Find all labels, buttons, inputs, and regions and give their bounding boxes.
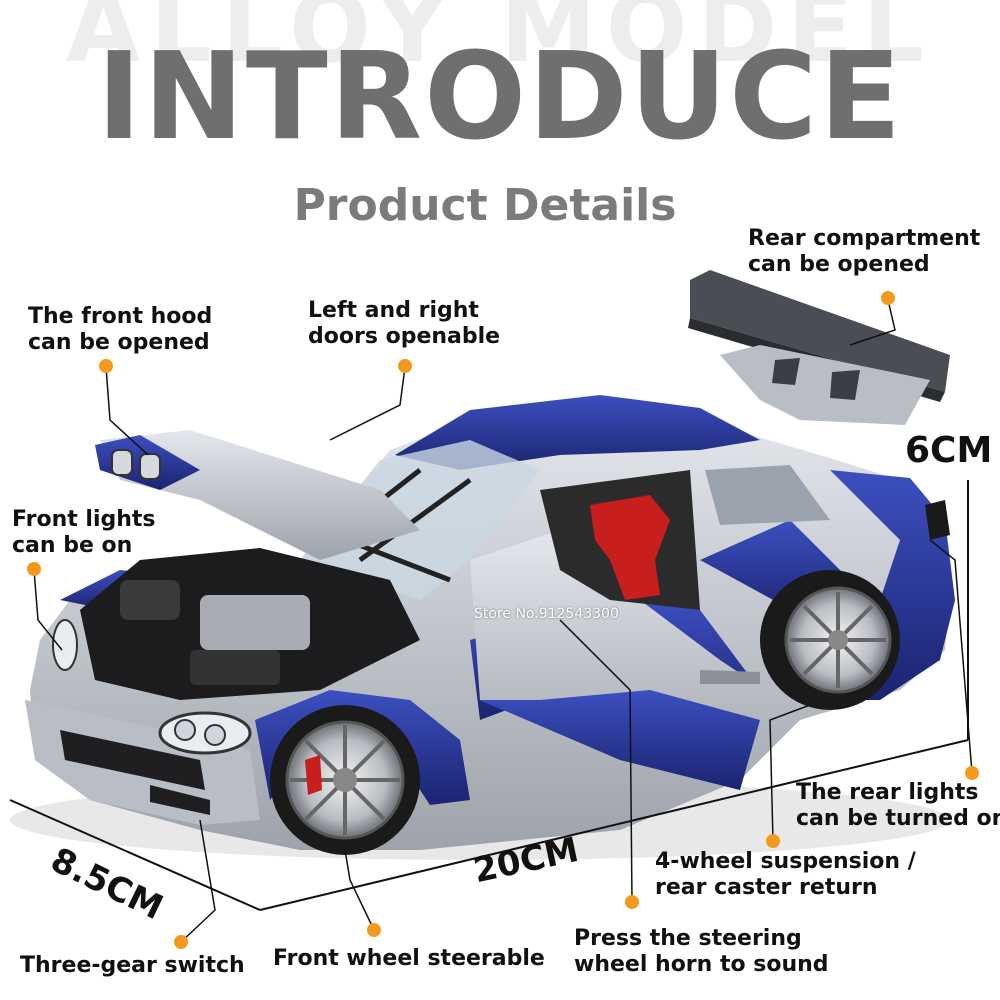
callout-line: Front lights — [12, 507, 156, 532]
callout-line: Rear compartment — [748, 226, 981, 251]
callout-gear-switch: Three-gear switch — [20, 953, 245, 978]
callout-suspension: 4-wheel suspension / rear caster return — [655, 849, 916, 901]
callout-front-hood: The front hood can be opened — [28, 304, 212, 356]
callout-rear-lights: The rear lights can be turned on — [796, 780, 1000, 832]
dot-doors — [398, 359, 412, 373]
rear-light — [925, 500, 950, 540]
page-subtitle: Product Details — [293, 180, 677, 231]
dot-front-wheel — [367, 923, 381, 937]
background-word: ALLOY MODEL — [66, 0, 934, 84]
dimension-height: 6CM — [905, 430, 993, 471]
dot-horn — [625, 895, 639, 909]
callout-front-wheel: Front wheel steerable — [273, 946, 545, 971]
dimension-lines — [9, 480, 969, 911]
callout-doors: Left and right doors openable — [308, 298, 500, 350]
dot-rear-compartment — [881, 291, 895, 305]
callout-line: The rear lights — [796, 780, 979, 805]
dot-suspension — [766, 834, 780, 848]
rear-window — [705, 465, 830, 525]
front-wheel — [270, 705, 420, 855]
callout-line: Left and right — [308, 298, 479, 323]
dot-front-lights — [27, 562, 41, 576]
open-hood — [95, 430, 420, 560]
callout-dots — [27, 291, 979, 949]
callout-line: wheel horn to sound — [574, 952, 829, 977]
callout-line: can be opened — [748, 252, 930, 277]
callout-line: rear caster return — [655, 875, 878, 900]
page-title: INTRODUCE — [96, 28, 904, 167]
callout-line: can be on — [12, 533, 133, 558]
store-watermark: Store No.912543300 — [474, 606, 619, 622]
dot-front-hood — [99, 359, 113, 373]
callout-line: Press the steering — [574, 926, 802, 951]
dot-gear-switch — [174, 935, 188, 949]
callout-horn: Press the steering wheel horn to sound — [574, 926, 829, 978]
callout-front-lights: Front lights can be on — [12, 507, 156, 559]
callout-line: The front hood — [28, 304, 213, 329]
callout-line: can be turned on — [796, 806, 1000, 831]
callout-line: can be opened — [28, 330, 210, 355]
dot-rear-lights — [965, 766, 979, 780]
callout-line: 4-wheel suspension / — [655, 849, 916, 874]
rear-spoiler — [688, 270, 950, 425]
open-door — [470, 530, 765, 790]
red-seat — [590, 495, 670, 600]
rear-wheel — [760, 570, 900, 710]
leader-lines — [33, 299, 973, 943]
callout-line: doors openable — [308, 324, 501, 349]
callout-rear-compartment: Rear compartment can be opened — [748, 226, 980, 278]
